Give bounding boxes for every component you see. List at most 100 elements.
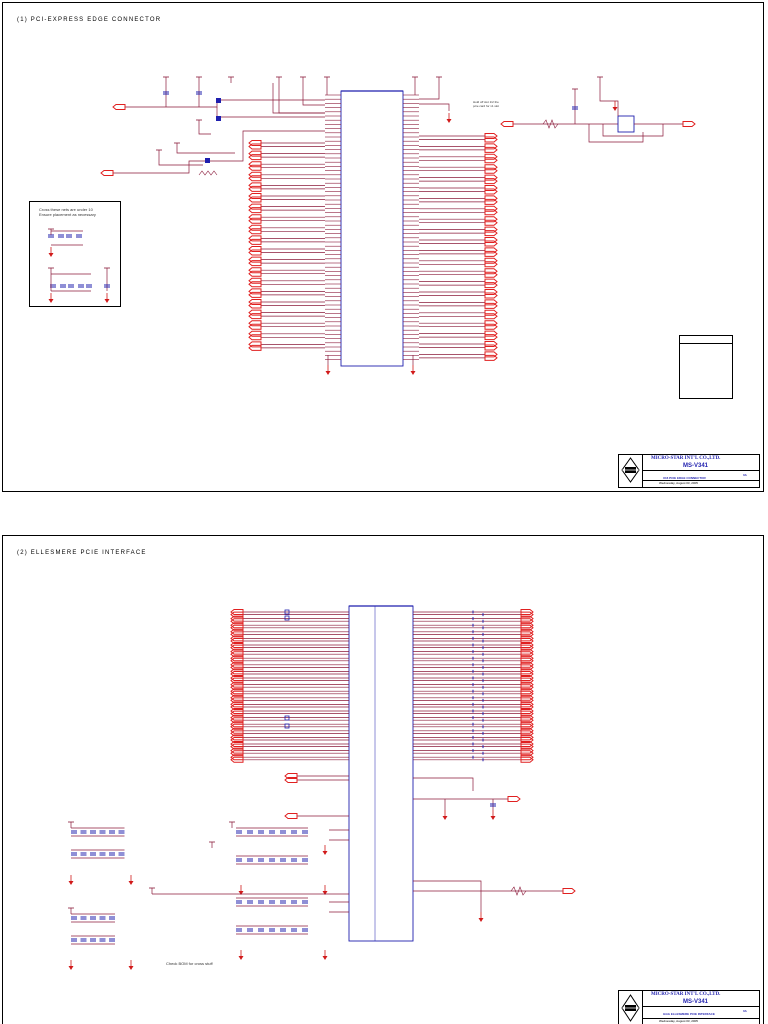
net-connector [500,121,514,127]
wire [113,130,325,174]
bom-note: Check BOM for cross stuff [166,961,213,966]
pcie-edge-connector-body [340,90,404,367]
decoupling-capacitor-box: Cross these nets are under 10 Ensure pla… [29,201,121,307]
wire [413,777,474,791]
wire [278,83,325,114]
net-connector [248,344,262,351]
ground-icon [128,966,134,970]
title-block-2: MICRO-STAR INT'L CO.,LTD. MS-V341 GGG EL… [618,990,760,1024]
ground-icon [490,816,496,820]
note-box-line-2: Ensure placement as necessary [39,212,96,217]
company-name: MICRO-STAR INT'L CO.,LTD. [651,456,721,461]
legend-header [680,336,732,344]
net-connector [248,291,262,298]
net-connector [682,121,696,127]
wire [158,156,203,166]
ground-icon [325,371,331,375]
net-connector [484,282,498,289]
net-connector [248,313,262,320]
sheet-name: GGG ELLESMERE PCIE INTERFACE [663,1012,715,1016]
schematic-sheet-1: (1) PCI-EXPRESS EDGE CONNECTOR Cross the… [2,2,764,492]
wire [216,107,325,118]
net-connector [484,178,498,185]
right-note-2: pcie card for x1 slot [473,104,500,108]
wire [198,126,211,135]
ground-icon [322,891,328,895]
resistor-icon [198,170,218,176]
net-connector [484,261,498,268]
net-connector [484,219,498,226]
wire [272,83,325,114]
ground-icon [48,253,54,257]
net-connector [484,198,498,205]
net-connector [248,217,262,224]
right-note-1: Hold off slot 1/2 the [473,100,499,104]
ac-coupling-capacitor-icon [284,715,290,721]
net-connector [484,344,498,351]
net-connector [484,146,498,153]
net-connector [284,813,298,819]
wire [302,83,325,106]
wire [419,103,450,111]
ground-icon [446,119,452,123]
net-connector [562,888,576,894]
net-connector [484,334,498,341]
jumper-icon [205,158,210,163]
ground-icon [612,107,618,111]
net-connector [248,238,262,245]
net-connector [484,354,498,361]
sheet-1-schematic [48,76,701,394]
ac-coupling-capacitor-icon [284,609,290,615]
net-connector [248,185,262,192]
net-connector [230,756,244,763]
jumper-icon [216,116,221,121]
schematic-sheet-2: (2) ELLESMERE PCIE INTERFACE Check BOM f… [2,535,764,1024]
ground-icon [104,299,110,303]
net-connector [484,167,498,174]
ground-icon [48,299,54,303]
sheet-2-title: (2) ELLESMERE PCIE INTERFACE [17,550,147,556]
revision: 0A [743,1009,747,1013]
ground-icon [322,956,328,960]
net-connector [100,170,114,176]
net-connector [248,302,262,309]
net-connector [484,313,498,320]
sheet-name: X16 PCIE EDGE CONNECTOR [663,476,706,480]
model-number: MS-V341 [683,463,709,469]
net-connector [484,292,498,299]
net-connector [484,188,498,195]
resistor-icon [510,886,527,896]
ground-icon [442,816,448,820]
net-connector [484,302,498,309]
wire [599,83,619,116]
net-connector [248,260,262,267]
regulator-ic [617,115,635,133]
sheet-1-title: (1) PCI-EXPRESS EDGE CONNECTOR [17,17,162,23]
note-box-line-1: Cross these nets are under 10 [39,207,93,212]
wire [602,124,664,137]
power-legend-box [679,335,733,399]
net-connector [484,240,498,247]
sheet-date: Wednesday, August 03, 2005 [659,481,698,485]
net-connector [248,207,262,214]
msi-logo-icon [619,455,643,487]
net-connector [484,250,498,257]
resistor-icon [542,119,559,129]
model-number: MS-V341 [683,999,709,1005]
net-connector [484,157,498,164]
jumper-icon [216,98,221,103]
ground-icon [238,956,244,960]
revision: 0A [743,473,747,477]
ground-icon [68,881,74,885]
net-connector [248,154,262,161]
wire [419,83,440,100]
ground-icon [478,918,484,922]
net-connector [484,271,498,278]
net-connector [484,323,498,330]
ac-coupling-capacitor-icon [284,615,290,621]
net-connector [248,270,262,277]
wire [413,880,482,891]
wire [588,124,644,143]
wire [176,149,235,154]
net-connector [248,323,262,330]
